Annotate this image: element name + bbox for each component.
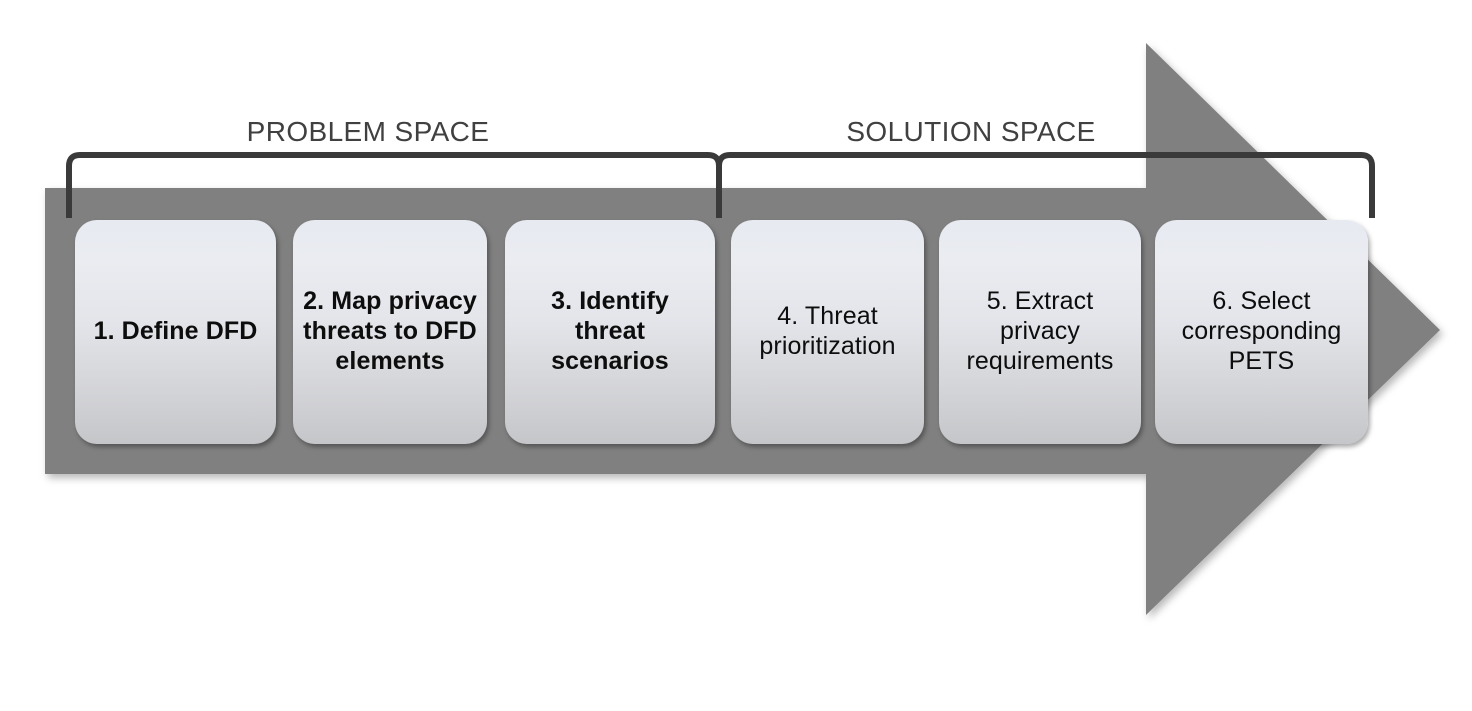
- step-box-2[interactable]: 2. Map privacy threats to DFD elements: [293, 220, 487, 444]
- step-label-6: 6. Select corresponding PETS: [1181, 287, 1342, 375]
- step-label-2: 2. Map privacy threats to DFD elements: [303, 287, 477, 375]
- step-box-1[interactable]: 1. Define DFD: [75, 220, 276, 444]
- solution-space-bracket: [716, 152, 1375, 218]
- step-box-3[interactable]: 3. Identify threat scenarios: [505, 220, 715, 444]
- step-label-4: 4. Threat prioritization: [759, 302, 896, 360]
- step-box-5[interactable]: 5. Extract privacy requirements: [939, 220, 1141, 444]
- phase-label-problem-space: PROBLEM SPACE: [246, 116, 490, 147]
- step-box-4[interactable]: 4. Threat prioritization: [731, 220, 924, 444]
- step-label-1: 1. Define DFD: [93, 317, 258, 346]
- step-label-3: 3. Identify threat scenarios: [551, 287, 669, 375]
- phase-label-solution-space: SOLUTION SPACE: [846, 116, 1096, 147]
- step-label-5: 5. Extract privacy requirements: [966, 287, 1114, 375]
- step-box-6[interactable]: 6. Select corresponding PETS: [1155, 220, 1368, 444]
